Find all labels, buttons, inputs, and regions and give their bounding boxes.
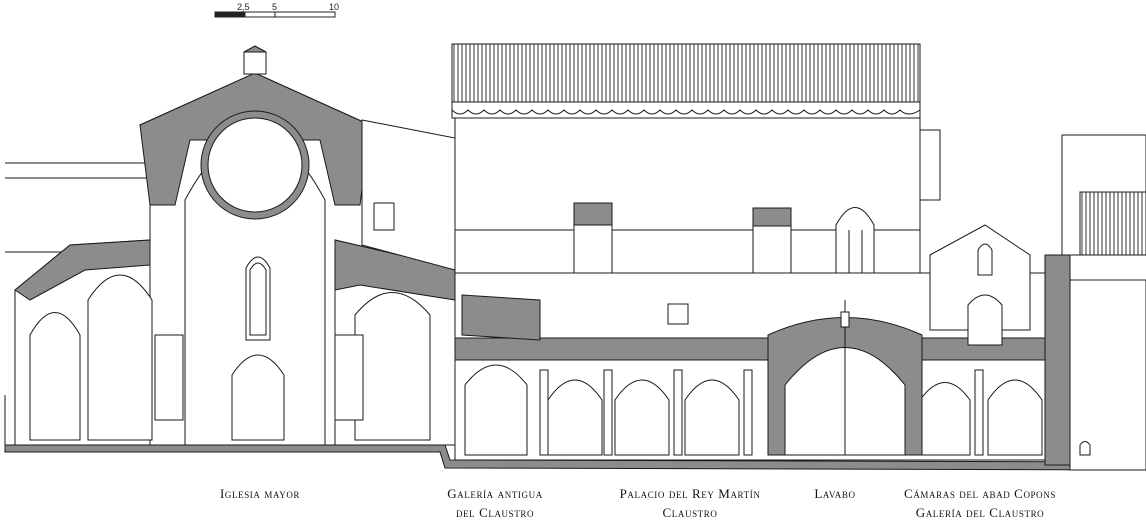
caption-line: Claustro [662, 505, 718, 520]
claustro [454, 272, 1046, 461]
caption-lavabo: Lavabo [795, 484, 875, 503]
camaras-abad-copons [929, 134, 1146, 471]
caption-camaras-galeria: Cámaras del abad Copons Galería del Clau… [880, 484, 1080, 522]
iglesia-mayor [14, 45, 456, 446]
caption-line: Galería del Claustro [915, 505, 1045, 520]
scale-label-3: 10 [329, 2, 340, 12]
palacio-rey-martin [451, 43, 941, 274]
caption-line: Cámaras del abad Copons [904, 486, 1056, 501]
left-annex [5, 162, 150, 253]
caption-line: Palacio del Rey Martín [619, 486, 761, 501]
caption-line: Iglesia mayor [219, 486, 301, 501]
caption-line: Galería antigua [447, 486, 543, 501]
connecting-wall [361, 119, 456, 271]
caption-line: del Claustro [455, 505, 535, 520]
scale-bar [214, 11, 336, 18]
caption-line: Lavabo [814, 486, 856, 501]
scale-label-2: 5 [272, 2, 278, 12]
scale-label-1: 2,5 [237, 2, 250, 12]
caption-galeria-antigua: Galería antigua del Claustro [425, 484, 565, 522]
caption-iglesia-mayor: Iglesia mayor [190, 484, 330, 503]
caption-palacio-claustro: Palacio del Rey Martín Claustro [595, 484, 785, 522]
